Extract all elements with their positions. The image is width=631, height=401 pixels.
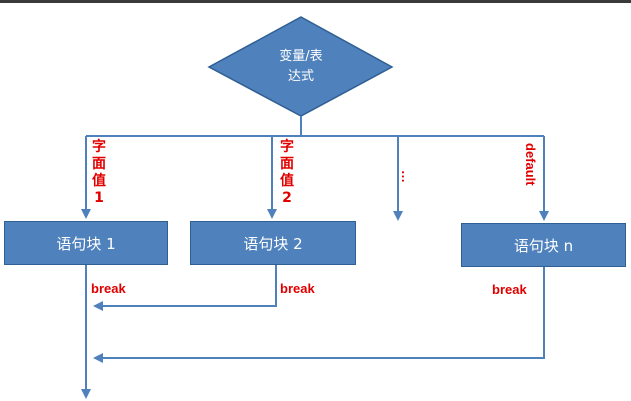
case-label-2: 字 面 值 2 (280, 139, 294, 206)
statement-block-2: 语句块 2 (190, 221, 356, 265)
case-label-default: default (523, 143, 538, 186)
break-label-n: break (492, 282, 527, 297)
decision-label-line1: 变量/表 (279, 49, 323, 64)
statement-block-2-label: 语句块 2 (243, 234, 303, 253)
decision-label-line2: 达式 (287, 69, 314, 84)
statement-block-n: 语句块 n (461, 223, 626, 267)
case-label-ellipsis: … (399, 170, 414, 183)
statement-block-1-label: 语句块 1 (56, 234, 116, 253)
top-border (0, 0, 631, 3)
connector-blockn-break (93, 266, 545, 363)
statement-block-1: 语句块 1 (4, 221, 168, 265)
connector-block2-break (93, 265, 277, 311)
statement-block-n-label: 语句块 n (513, 236, 574, 255)
break-label-2: break (280, 281, 315, 296)
decision-label: 变量/表 达式 (266, 47, 336, 87)
break-label-1: break (91, 281, 126, 296)
case-label-1: 字 面 值 1 (92, 139, 106, 206)
